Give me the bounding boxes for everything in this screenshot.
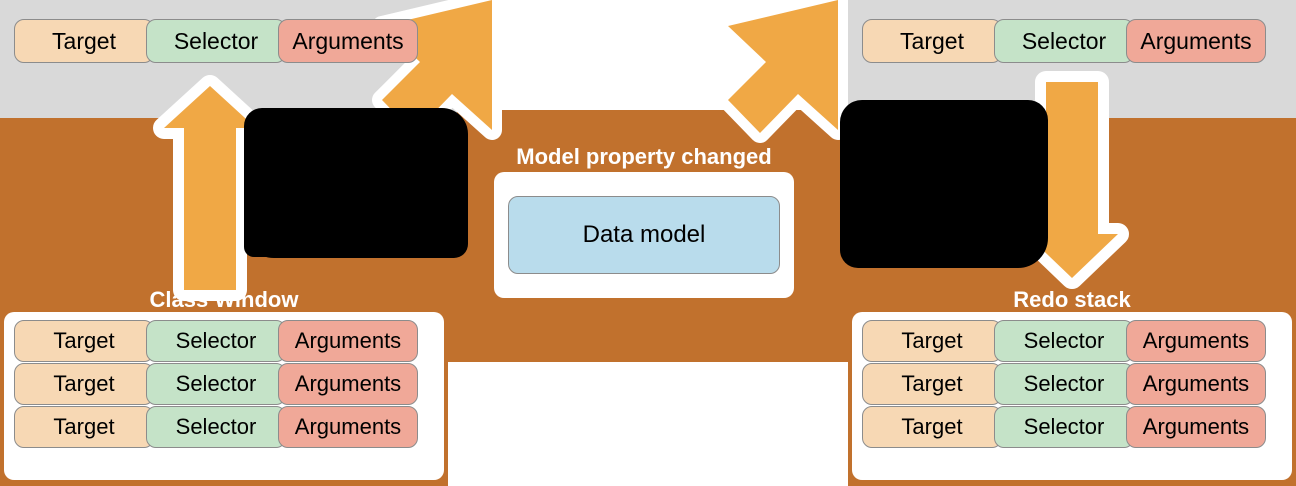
pill-selector[interactable]: Selector — [146, 406, 286, 448]
class-window-row-3: Target Selector Arguments — [14, 406, 434, 448]
pill-target[interactable]: Target — [14, 406, 154, 448]
redacted-label-right — [840, 100, 1048, 268]
top-right-command-row: Target Selector Arguments — [862, 19, 1266, 63]
pill-selector[interactable]: Selector — [146, 320, 286, 362]
pill-target[interactable]: Target — [862, 19, 1002, 63]
pill-target[interactable]: Target — [862, 363, 1002, 405]
redo-stack-title: Redo stack — [1013, 287, 1131, 312]
pill-selector[interactable]: Selector — [994, 19, 1134, 63]
pill-arguments[interactable]: Arguments — [1126, 363, 1266, 405]
pill-selector[interactable]: Selector — [146, 19, 286, 63]
pill-selector[interactable]: Selector — [994, 363, 1134, 405]
pill-arguments[interactable]: Arguments — [278, 406, 418, 448]
pill-target[interactable]: Target — [862, 406, 1002, 448]
pill-target[interactable]: Target — [14, 363, 154, 405]
pill-selector[interactable]: Selector — [994, 406, 1134, 448]
class-window-card: Target Selector Arguments Target Selecto… — [4, 312, 444, 480]
class-window-row-2: Target Selector Arguments — [14, 363, 434, 405]
pill-selector[interactable]: Selector — [994, 320, 1134, 362]
top-left-command-row: Target Selector Arguments — [14, 19, 418, 63]
pill-arguments[interactable]: Arguments — [278, 19, 418, 63]
redo-stack-row-1: Target Selector Arguments — [862, 320, 1282, 362]
data-model-pill[interactable]: Data model — [508, 196, 780, 274]
data-model-card: Data model — [494, 172, 794, 298]
pill-target[interactable]: Target — [862, 320, 1002, 362]
pill-arguments[interactable]: Arguments — [278, 363, 418, 405]
redacted-label-left-tail — [244, 215, 396, 257]
redo-stack-row-3: Target Selector Arguments — [862, 406, 1282, 448]
class-window-row-1: Target Selector Arguments — [14, 320, 434, 362]
pill-arguments[interactable]: Arguments — [1126, 320, 1266, 362]
pill-target[interactable]: Target — [14, 320, 154, 362]
model-property-changed-title: Model property changed — [516, 144, 772, 169]
class-window-title: Class Window — [149, 287, 299, 312]
pill-arguments[interactable]: Arguments — [1126, 19, 1266, 63]
pill-selector[interactable]: Selector — [146, 363, 286, 405]
pill-target[interactable]: Target — [14, 19, 154, 63]
pill-arguments[interactable]: Arguments — [278, 320, 418, 362]
pill-arguments[interactable]: Arguments — [1126, 406, 1266, 448]
redo-stack-card: Target Selector Arguments Target Selecto… — [852, 312, 1292, 480]
redo-stack-row-2: Target Selector Arguments — [862, 363, 1282, 405]
